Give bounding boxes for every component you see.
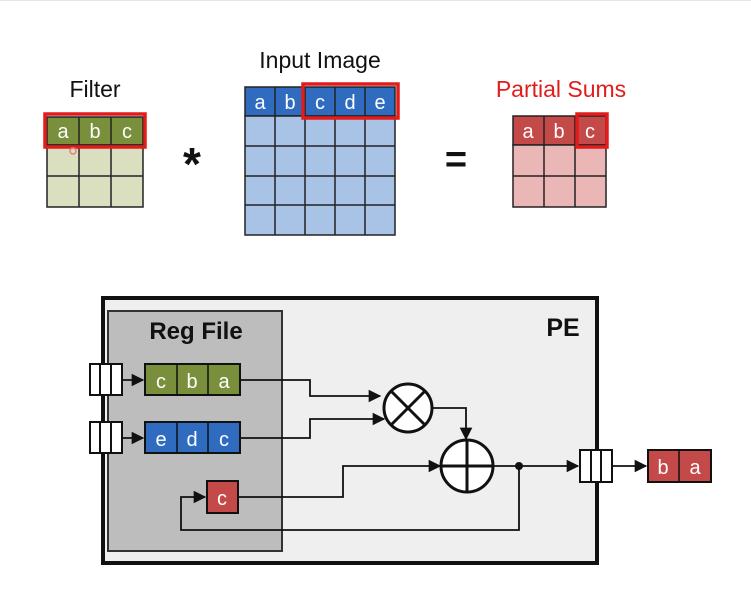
psums-cell-b: b [553,121,564,143]
psums-cell-a: a [522,121,534,143]
image-cell-e: e [374,92,385,114]
psums-cell-c: c [585,121,595,143]
equals-operator: = [445,139,467,181]
filter-reg-cell-2: a [218,371,230,393]
image-register: e d c [144,421,241,454]
psums-title: Partial Sums [496,76,626,102]
image-input-fifo [89,421,123,454]
filter-reg-cell-0: c [156,371,166,393]
filter-cell-c: c [122,121,132,143]
image-cell-c: c [315,92,325,114]
image-reg-cell-1: d [186,429,197,451]
image-cell-b: b [284,92,295,114]
image-cell-d: d [344,92,355,114]
psums-grid: a b c [512,112,609,208]
top-border [0,0,751,1]
filter-title: Filter [69,76,120,102]
output-cell-0: b [657,457,668,479]
filter-cell-b: b [89,121,100,143]
image-cell-a: a [254,92,266,114]
psums-header-row [512,115,607,146]
datapath-wires [180,379,648,531]
multiplier-icon [382,382,434,434]
image-title: Input Image [259,47,380,73]
output-cell-1: a [689,457,701,479]
cursor-dot [69,147,77,155]
junction-dot [515,462,523,470]
regfile-label: Reg File [149,318,242,345]
filter-highlight [43,112,147,149]
psum-register: c [206,480,239,514]
output-fifo [579,449,613,483]
image-reg-cell-0: e [155,429,166,451]
filter-input-fifo [89,363,123,396]
convolution-operator: * [183,138,201,190]
filter-cell-a: a [57,121,69,143]
image-reg-cell-2: c [219,429,229,451]
adder-icon [439,438,495,494]
psum-reg-cell: c [217,488,227,510]
filter-reg-cell-1: b [186,371,197,393]
image-header-row [244,86,396,117]
pe-label: PE [546,314,579,342]
filter-grid: a b c [43,112,147,208]
output-register: b a [647,449,712,483]
filter-register: c b a [144,363,241,396]
image-grid: a b c d e [244,82,400,236]
image-highlight [301,82,400,120]
psums-highlight [575,112,609,149]
